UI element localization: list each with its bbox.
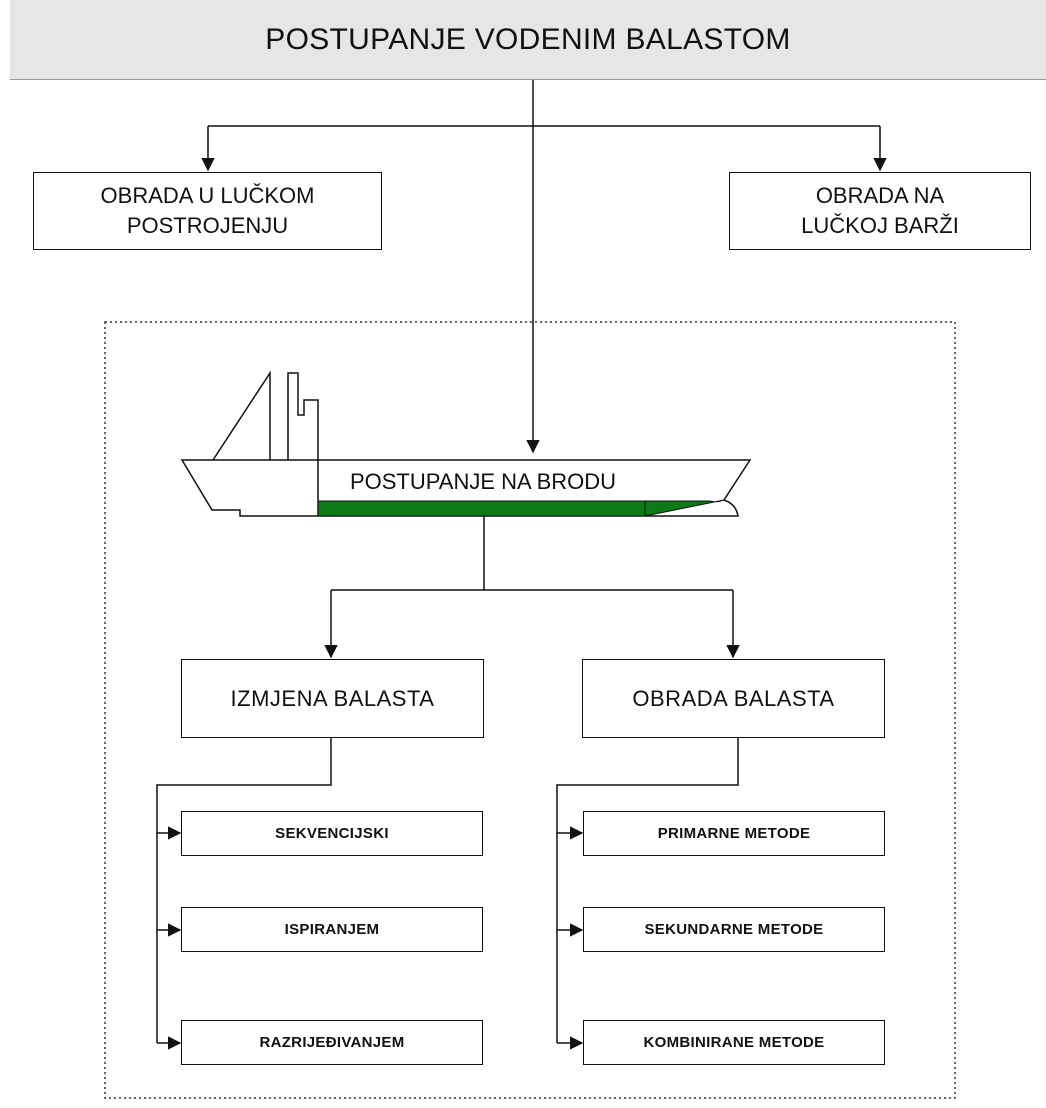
port-barge-line1: OBRADA NA	[815, 183, 945, 208]
treatment-combined-box: KOMBINIRANE METODE	[583, 1020, 885, 1065]
exchange-box: IZMJENA BALASTA	[181, 659, 484, 738]
treatment-box: OBRADA BALASTA	[582, 659, 885, 738]
port-facility-line2: POSTROJENJU	[126, 213, 289, 238]
port-facility-line1: OBRADA U LUČKOM	[100, 183, 315, 208]
treatment-primary-box: PRIMARNE METODE	[583, 811, 885, 856]
treatment-secondary-box: SEKUNDARNE METODE	[583, 907, 885, 952]
port-facility-box: OBRADA U LUČKOM POSTROJENJU	[33, 172, 382, 250]
page-title: POSTUPANJE VODENIM BALASTOM	[10, 0, 1046, 80]
exchange-dilution-box: RAZRIJEĐIVANJEM	[181, 1020, 483, 1065]
port-barge-box: OBRADA NA LUČKOJ BARŽI	[729, 172, 1031, 250]
onboard-label: POSTUPANJE NA BRODU	[349, 469, 617, 494]
exchange-flowthrough-box: ISPIRANJEM	[181, 907, 483, 952]
exchange-sequential-box: SEKVENCIJSKI	[181, 811, 483, 856]
onboard-region-border	[104, 321, 956, 1099]
port-barge-line2: LUČKOJ BARŽI	[801, 213, 959, 238]
ship-icon	[180, 370, 752, 517]
